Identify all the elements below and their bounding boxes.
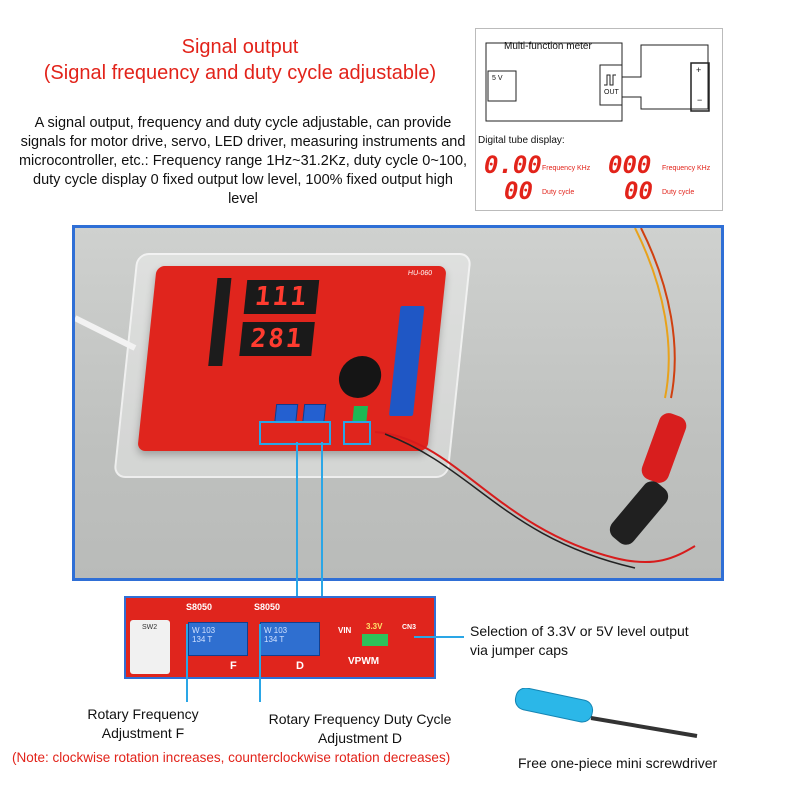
black-wire — [384, 433, 636, 569]
red-clip — [641, 413, 687, 483]
zoom-detail: S8050 S8050 SW2 W 103 134 T W 103 134 T … — [124, 596, 436, 679]
duty-adjust-line1: Rotary Frequency Duty Cycle — [268, 711, 452, 727]
s8050-label-a: S8050 — [186, 602, 213, 612]
description-text: A signal output, frequency and duty cycl… — [18, 115, 468, 207]
zoom-pot-f-text: W 103 — [192, 626, 216, 635]
vin-label: VIN — [338, 626, 352, 635]
red-wire — [374, 431, 696, 564]
page-subtitle: (Signal frequency and duty cycle adjusta… — [43, 62, 437, 84]
connector-line-left — [296, 442, 298, 596]
zoom-pot-d: W 103 134 T — [260, 622, 320, 656]
meter-outline — [485, 42, 623, 122]
freq-display-a: 0.00 — [484, 151, 542, 179]
s8050-label-b: S8050 — [254, 602, 281, 612]
out-label: OUT — [604, 89, 619, 96]
wires-svg — [75, 228, 696, 569]
freq-adjust-callout: Rotary Frequency Adjustment F — [68, 705, 218, 743]
out-box — [599, 64, 623, 106]
jumper-callout-line2: via jumper caps — [470, 642, 569, 658]
voltage-box — [487, 70, 517, 102]
black-clip — [609, 481, 669, 545]
jumper-callout-line1: Selection of 3.3V or 5V level output — [470, 623, 689, 639]
duty-unit-b: Duty cycle — [662, 189, 695, 196]
zoom-pot-d-text: W 103 — [264, 626, 288, 635]
freq-callout-line — [186, 624, 188, 702]
freq-adjust-line1: Rotary Frequency — [87, 706, 199, 722]
product-photo: 111 281 HU-060 — [72, 225, 724, 581]
jumper-callout-line — [414, 636, 464, 638]
duty-unit-a: Duty cycle — [542, 189, 575, 196]
voltage-label: 5 V — [492, 75, 503, 82]
jumper-callout: Selection of 3.3V or 5V level output via… — [470, 622, 770, 660]
duty-adjust-callout: Rotary Frequency Duty Cycle Adjustment D — [245, 710, 475, 748]
freq-adjust-line2: Adjustment F — [101, 725, 185, 741]
orange-wire — [640, 228, 676, 399]
freq-unit-a: Frequency KHz — [542, 165, 591, 172]
letter-d: D — [296, 660, 304, 672]
freq-display-b: 000 — [608, 151, 652, 179]
circuit-wire — [622, 44, 709, 110]
screwdriver-icon — [514, 688, 698, 738]
v33-label: 3.3V — [366, 622, 383, 631]
usb-cable — [75, 315, 137, 351]
duty-callout-line — [259, 624, 261, 702]
duty-display-b: 00 — [624, 177, 653, 205]
battery-icon — [690, 62, 710, 112]
wiring-diagram: Multi-function meter 5 V OUT + − Digital… — [475, 28, 723, 211]
zoom-pot-f-code: 134 T — [192, 635, 213, 644]
square-wave-icon — [604, 74, 616, 86]
switch-sw2: SW2 — [130, 620, 170, 674]
zoom-pot-d-code: 134 T — [264, 635, 285, 644]
highlight-jumper — [343, 421, 371, 445]
letter-f: F — [230, 660, 237, 672]
tube-label: Digital tube display: — [478, 135, 565, 146]
vpwm-label: VPWM — [348, 656, 380, 667]
plus-sign: + — [696, 65, 702, 75]
connector-line-right — [321, 442, 323, 596]
screwdriver-shaft — [590, 716, 698, 738]
zoom-pot-f: W 103 134 T — [188, 622, 248, 656]
cn3-label: CN3 — [402, 624, 417, 631]
screwdriver-handle — [514, 688, 594, 723]
wiring-diagram-svg — [485, 42, 710, 122]
freq-unit-b: Frequency KHz — [662, 165, 711, 172]
zoom-jumper-cap — [362, 634, 388, 646]
minus-sign: − — [697, 95, 703, 105]
yellow-wire — [634, 228, 670, 399]
screwdriver-caption: Free one-piece mini screwdriver — [518, 755, 718, 771]
highlight-pots — [259, 421, 331, 445]
page-title: Signal output — [181, 36, 299, 58]
duty-adjust-line2: Adjustment D — [317, 730, 403, 746]
sw2-label: SW2 — [142, 624, 158, 631]
meter-label: Multi-function meter — [504, 41, 592, 52]
duty-display-a: 00 — [504, 177, 533, 205]
rotation-note: (Note: clockwise rotation increases, cou… — [12, 750, 451, 765]
